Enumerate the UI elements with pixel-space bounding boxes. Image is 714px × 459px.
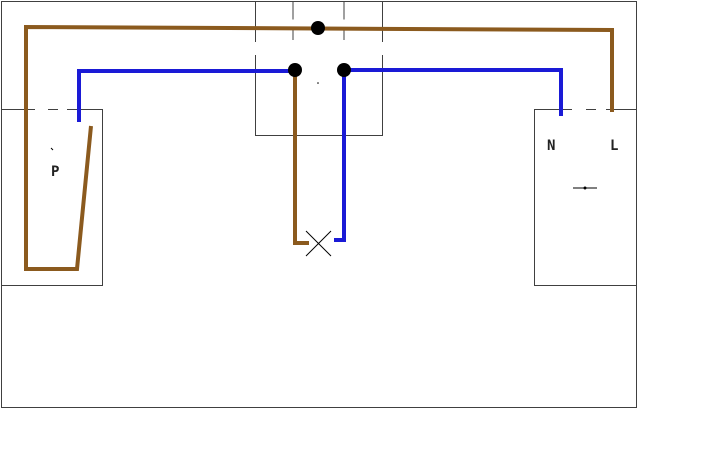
junction-dot-phase (311, 21, 325, 35)
switch-box (1, 109, 103, 286)
phase-wire-to-lamp (293, 70, 309, 245)
junction-dot-neutral (337, 63, 351, 77)
junction-center-dot (317, 82, 319, 84)
neutral-terminal-label: N (547, 138, 555, 154)
outer-frame (1, 1, 637, 408)
line-terminal-label: L (610, 138, 618, 154)
lamp-icon (305, 230, 332, 257)
neutral-wire-to-lamp (334, 68, 563, 242)
switch-mark (50, 147, 54, 151)
junction-dot-switched (288, 63, 302, 77)
switch-label: P (51, 164, 59, 180)
switched-wire-to-junction (77, 69, 295, 122)
supply-mark-dot (583, 186, 587, 190)
supply-box (534, 109, 637, 286)
phase-wire-supply-to-switch (24, 24, 614, 271)
